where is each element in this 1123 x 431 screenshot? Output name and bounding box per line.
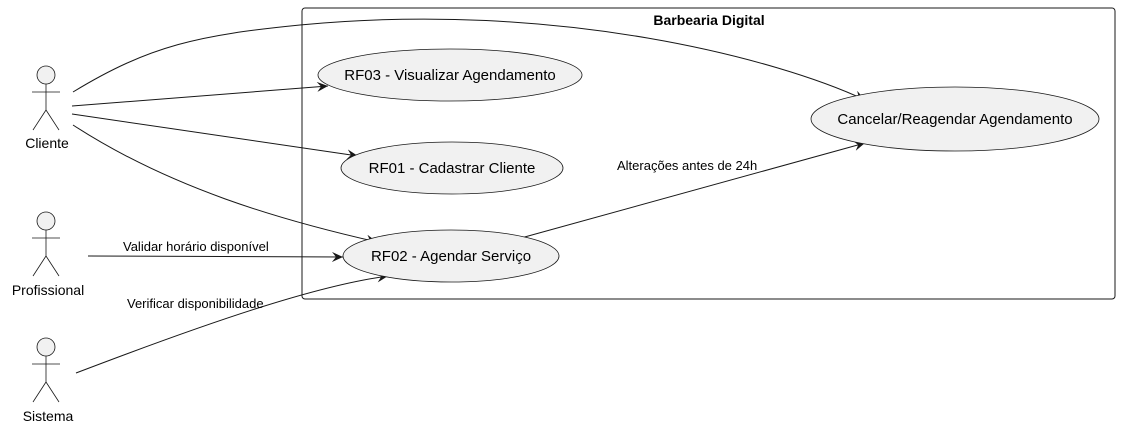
edge-label-alteracoes: Alterações antes de 24h [617, 158, 757, 173]
system-boundary: Barbearia Digital [301, 7, 1116, 300]
stick-figure-icon [32, 211, 60, 277]
use-case-rf02: RF02 - Agendar Serviço [342, 229, 560, 283]
edge-cliente-rf02 [72, 124, 378, 245]
edge-rf02-cancelar [520, 141, 866, 239]
use-case-rf03: RF03 - Visualizar Agendamento [317, 48, 583, 102]
actor-profissional-label: Profissional [12, 282, 84, 298]
actor-cliente-label: Cliente [25, 135, 69, 151]
use-case-cancelar: Cancelar/Reagendar Agendamento [810, 86, 1100, 152]
edge-label-validar: Validar horário disponível [123, 239, 269, 254]
use-case-rf01-label: RF01 - Cadastrar Cliente [369, 160, 536, 177]
use-case-rf03-label: RF03 - Visualizar Agendamento [344, 67, 556, 84]
stick-figure-icon [32, 337, 60, 403]
actor-sistema-label: Sistema [23, 408, 74, 424]
use-case-cancelar-label: Cancelar/Reagendar Agendamento [837, 111, 1072, 128]
edge-label-verificar: Verificar disponibilidade [127, 296, 264, 311]
use-case-rf01: RF01 - Cadastrar Cliente [340, 141, 564, 195]
edge-sistema-rf02 [75, 272, 389, 374]
edge-cliente-cancelar [72, 18, 866, 101]
system-title: Barbearia Digital [653, 12, 764, 28]
stick-figure-icon [32, 65, 60, 131]
edge-cliente-rf01 [71, 113, 359, 160]
actor-sistema: Sistema [23, 337, 74, 424]
actor-profissional: Profissional [12, 211, 84, 298]
actor-cliente: Cliente [25, 65, 69, 151]
use-case-rf02-label: RF02 - Agendar Serviço [371, 248, 531, 265]
edge-cliente-rf03 [71, 81, 329, 107]
edge-profissional-rf02 [87, 251, 344, 262]
